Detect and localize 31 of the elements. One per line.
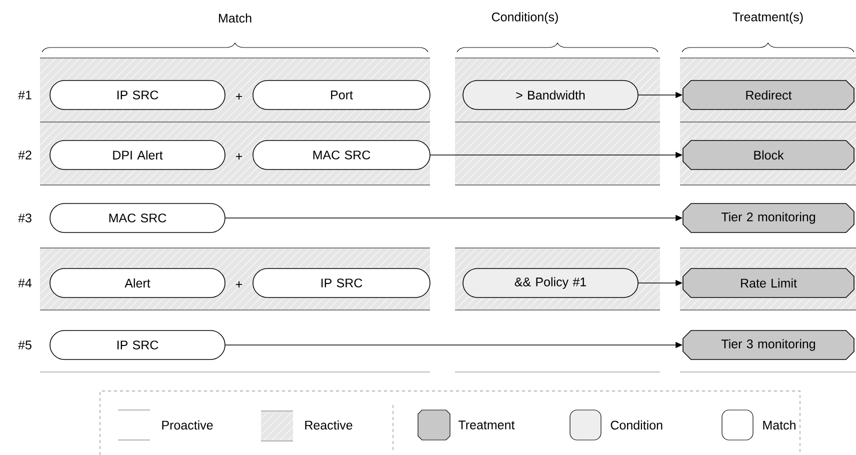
row-number: #3 [18,214,32,222]
treatment-box: Tier 2 monitoring [682,203,854,233]
plus-sign: + [236,281,242,288]
row-number: #5 [18,340,32,350]
treatment-box: Block [682,140,854,170]
legend-label: Match [763,420,796,430]
match-pill: MAC SRC [50,203,226,233]
legend-label: Treatment [458,420,515,430]
plus-sign: + [236,153,242,160]
column-heading: Condition(s) [492,12,558,24]
match-pill: Alert [50,268,226,298]
match-pill: DPI Alert [50,140,226,170]
legend-label: Reactive [305,420,352,430]
match-pill: Port [252,80,430,110]
match-pill: MAC SRC [252,140,430,170]
treatment-box: Redirect [682,80,854,110]
condition-pill: > Bandwidth [462,80,638,110]
legend-label: Condition [610,420,662,430]
column-heading: Match [219,13,252,23]
condition-pill: && Policy #1 [462,268,638,298]
legend-label: Proactive [162,420,213,430]
row-number: #4 [18,278,32,288]
column-heading: Treatment(s) [732,12,803,24]
treatment-box: Rate Limit [682,268,854,298]
row-number: #1 [18,90,32,100]
treatment-box: Tier 3 monitoring [682,330,854,360]
match-pill: IP SRC [50,80,226,110]
plus-sign: + [236,93,242,100]
match-pill: IP SRC [252,268,430,298]
match-pill: IP SRC [50,330,226,360]
row-number: #2 [18,150,32,160]
